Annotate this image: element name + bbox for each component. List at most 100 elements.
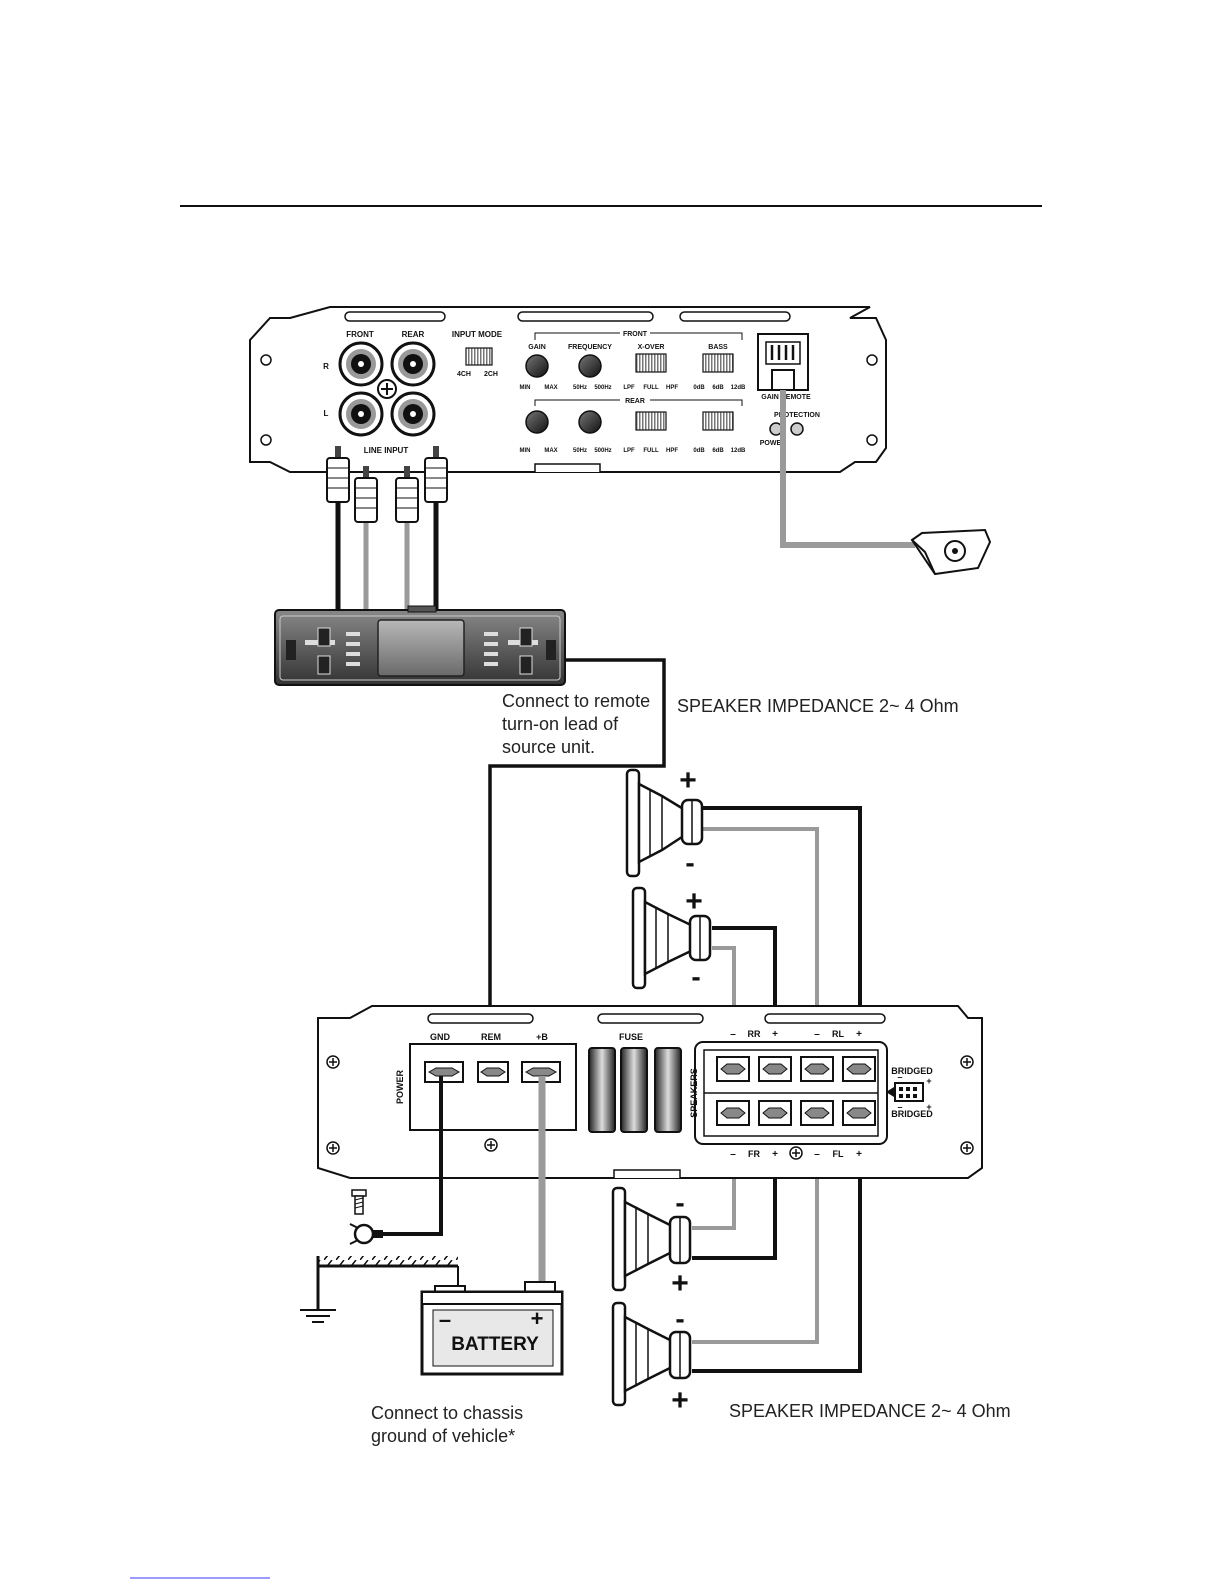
- battery-plus: +: [531, 1306, 544, 1331]
- input-mode-4ch: 4CH: [457, 371, 471, 378]
- speaker-rr-plus: +: [685, 885, 703, 918]
- rca-cables: [335, 500, 439, 612]
- speaker-terminal-fr-minus[interactable]: [716, 1100, 750, 1126]
- remote-gain-knob-unit[interactable]: [910, 528, 992, 576]
- bridged-minus-top: –: [897, 1072, 902, 1082]
- remote-note-line2: turn-on lead of: [502, 714, 619, 734]
- rear-frequency-knob[interactable]: [578, 410, 602, 434]
- channel-l-label: L: [324, 409, 329, 418]
- ground-note-line1: Connect to chassis: [371, 1403, 523, 1423]
- screw-icon: [377, 379, 397, 399]
- speaker-terminal-fl-minus[interactable]: [800, 1100, 834, 1126]
- input-mode-switch[interactable]: [465, 347, 493, 366]
- gain-label: GAIN: [528, 344, 546, 351]
- front-gain-knob[interactable]: [525, 354, 549, 378]
- rear-freq-500hz: 500Hz: [594, 448, 611, 454]
- front-freq-500hz: 500Hz: [594, 385, 611, 391]
- rca-plug: [424, 446, 448, 503]
- fuse-3[interactable]: [654, 1047, 682, 1133]
- head-unit-screen: [377, 619, 465, 677]
- rca-jack-front-r[interactable]: [338, 341, 384, 387]
- rem-label: REM: [481, 1032, 501, 1042]
- plus-b-terminal[interactable]: [521, 1061, 561, 1083]
- gnd-label: GND: [430, 1032, 451, 1042]
- front-xover-full: FULL: [643, 385, 659, 391]
- bridged-plus-bottom: +: [926, 1102, 931, 1112]
- speaker-fr-plus: +: [671, 1267, 689, 1300]
- fuse-label: FUSE: [619, 1032, 643, 1042]
- protection-label: PROTECTION: [774, 412, 820, 419]
- front-bass-12db: 12dB: [731, 385, 746, 391]
- rear-group-label: REAR: [625, 398, 645, 405]
- rca-jack-rear-l[interactable]: [390, 391, 436, 437]
- fl-plus-label: +: [856, 1149, 862, 1160]
- front-xover-hpf: HPF: [666, 385, 678, 391]
- bass-label: BASS: [708, 344, 728, 351]
- front-group-label: FRONT: [623, 331, 648, 338]
- rear-gain-knob[interactable]: [525, 410, 549, 434]
- ground-symbol-icon: [300, 1309, 336, 1323]
- rr-plus-label: +: [772, 1029, 778, 1040]
- bridged-connector-icon: [894, 1082, 924, 1102]
- xover-label: X-OVER: [638, 344, 665, 351]
- front-label: FRONT: [346, 330, 374, 339]
- input-mode-label: INPUT MODE: [452, 330, 503, 339]
- mount-hole: [260, 434, 272, 446]
- front-gain-max: MAX: [544, 385, 557, 391]
- rca-plug: [354, 466, 378, 523]
- remote-cable: [780, 390, 915, 548]
- rear-xover-switch[interactable]: [635, 411, 667, 431]
- fuse-1[interactable]: [588, 1047, 616, 1133]
- speaker-fl: [611, 1301, 692, 1407]
- rca-jack-front-l[interactable]: [338, 391, 384, 437]
- rl-plus-label: +: [856, 1029, 862, 1040]
- remote-note-line1: Connect to remote: [502, 691, 650, 711]
- fr-label: FR: [748, 1149, 760, 1159]
- front-frequency-knob[interactable]: [578, 354, 602, 378]
- bridged-label-bottom: BRIDGED: [891, 1109, 933, 1119]
- bridged-minus-bottom: –: [897, 1102, 902, 1112]
- rl-label: RL: [832, 1029, 844, 1039]
- rear-xover-lpf: LPF: [623, 448, 635, 454]
- front-bass-6db: 6dB: [712, 385, 724, 391]
- input-mode-2ch: 2CH: [484, 371, 498, 378]
- amplifier-power-panel: GND REM +B POWER FUSE SPEAKERS – RR + – …: [317, 1005, 983, 1179]
- speaker-rl-plus: +: [679, 764, 697, 797]
- channel-r-label: R: [323, 362, 329, 371]
- rr-label: RR: [748, 1029, 761, 1039]
- rear-label: REAR: [402, 330, 425, 339]
- remote-note-line3: source unit.: [502, 737, 595, 757]
- speaker-terminal-rl-plus[interactable]: [842, 1056, 876, 1082]
- fl-minus-label: –: [814, 1149, 820, 1160]
- speaker-terminal-rl-minus[interactable]: [800, 1056, 834, 1082]
- remote-turn-on-wire: [488, 658, 666, 1036]
- frequency-label: FREQUENCY: [568, 344, 612, 351]
- fuse-2[interactable]: [620, 1047, 648, 1133]
- rr-minus-label: –: [730, 1029, 736, 1040]
- speaker-fr: [611, 1186, 692, 1292]
- bridged-plus-top: +: [926, 1076, 931, 1086]
- speaker-terminal-rr-minus[interactable]: [716, 1056, 750, 1082]
- front-gain-min: MIN: [520, 385, 531, 391]
- rear-bass-switch[interactable]: [702, 411, 734, 431]
- front-bass-0db: 0dB: [693, 385, 705, 391]
- battery: [420, 1281, 564, 1376]
- rca-jack-rear-r[interactable]: [390, 341, 436, 387]
- fl-label: FL: [833, 1149, 844, 1159]
- front-xover-switch[interactable]: [635, 353, 667, 373]
- front-bass-switch[interactable]: [702, 353, 734, 373]
- ground-note-line2: ground of vehicle*: [371, 1426, 515, 1446]
- screw-icon: [789, 1146, 803, 1160]
- front-freq-50hz: 50Hz: [573, 385, 587, 391]
- speaker-terminal-fl-plus[interactable]: [842, 1100, 876, 1126]
- rear-freq-50hz: 50Hz: [573, 448, 587, 454]
- head-unit: [274, 605, 566, 686]
- power-led-label: POWER: [760, 440, 786, 447]
- battery-minus: –: [439, 1307, 451, 1332]
- rear-bass-6db: 6dB: [712, 448, 724, 454]
- rem-terminal[interactable]: [477, 1061, 509, 1083]
- speaker-terminal-fr-plus[interactable]: [758, 1100, 792, 1126]
- speaker-terminal-rr-plus[interactable]: [758, 1056, 792, 1082]
- speakers-label: SPEAKERS: [689, 1068, 699, 1118]
- gnd-terminal[interactable]: [424, 1061, 464, 1083]
